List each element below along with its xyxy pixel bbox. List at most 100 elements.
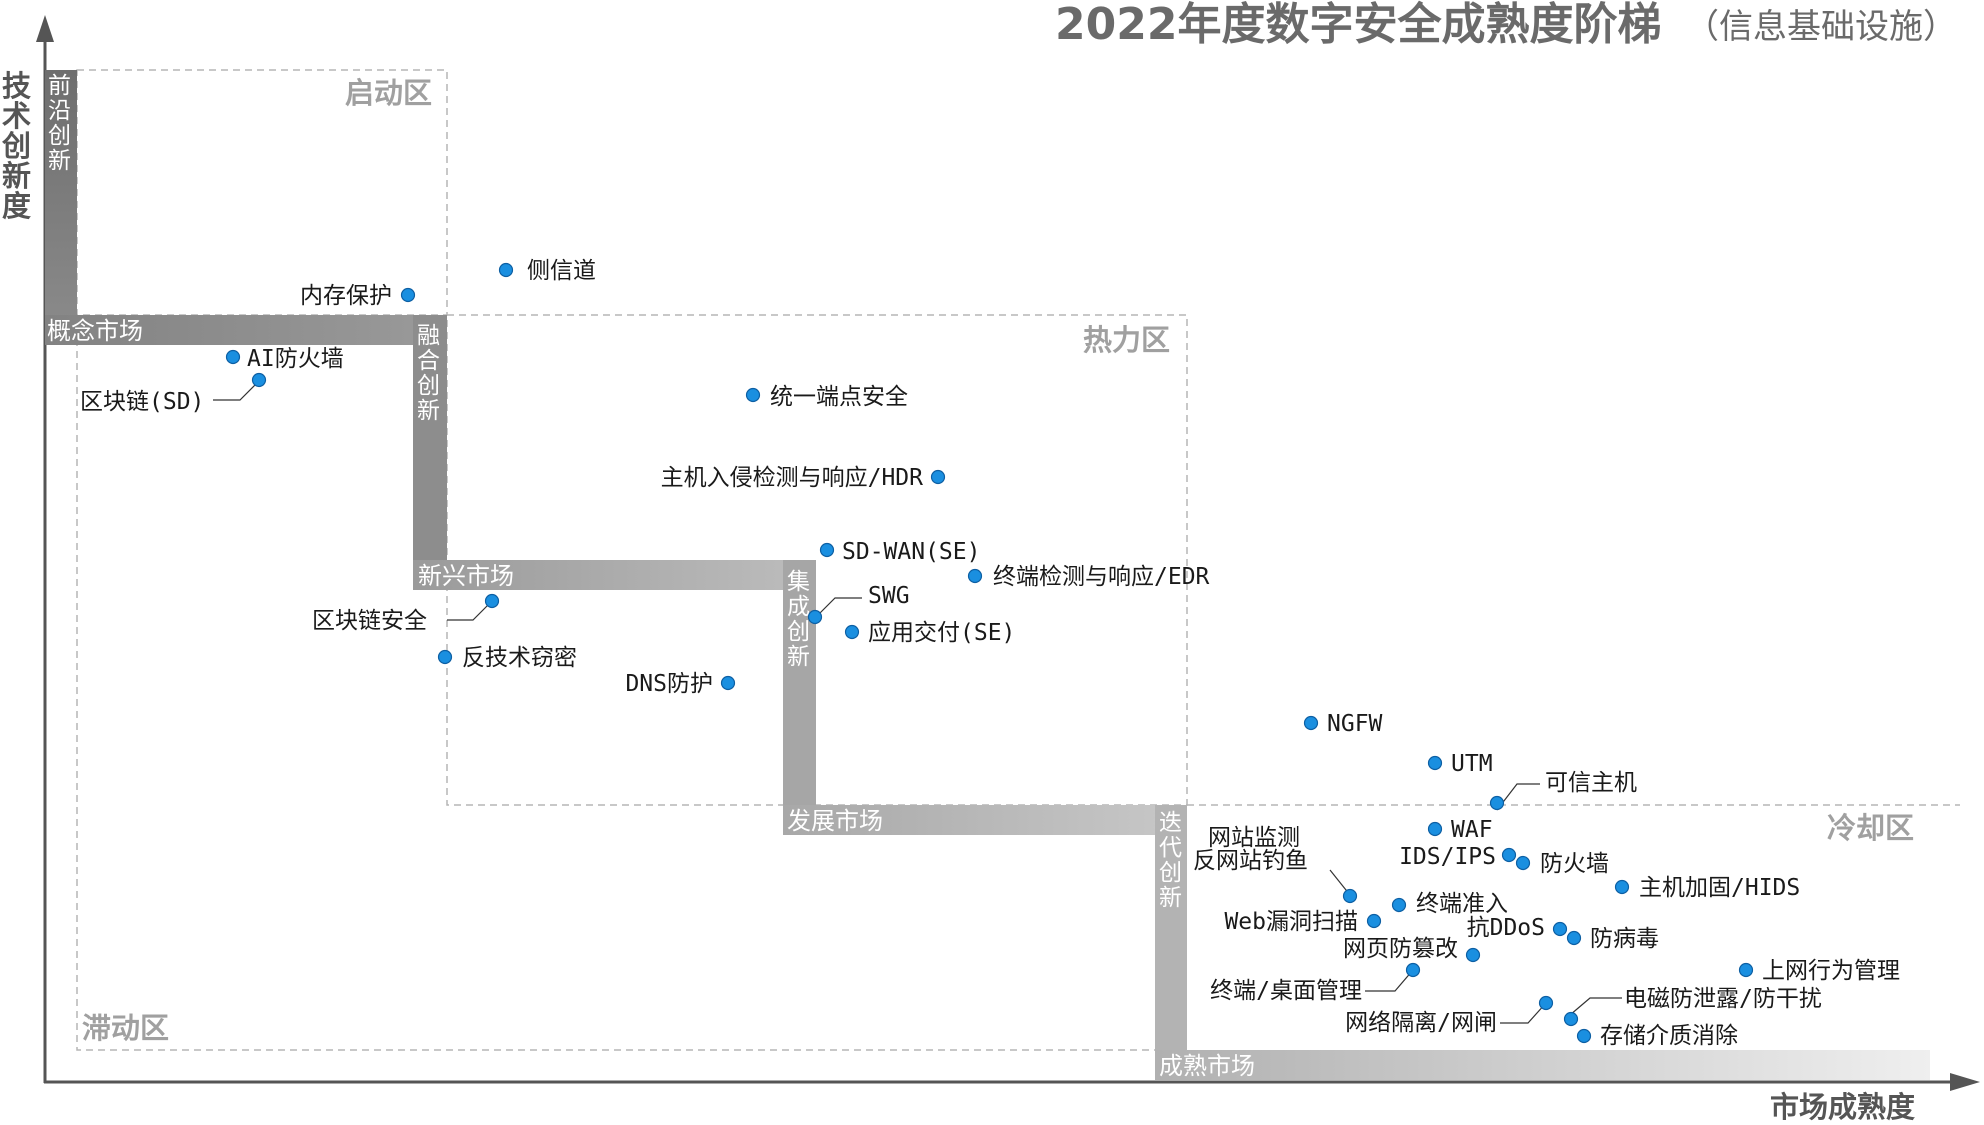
y-axis-char-1: 技 (2, 69, 31, 103)
dot-anti-phishing (1342, 888, 1358, 904)
y-axis-char-3: 创 (1, 129, 31, 163)
fusion-char: 新 (417, 398, 440, 424)
label-swg: SWG (868, 583, 910, 609)
label-anti-tamper: 网页防篡改 (1343, 936, 1458, 962)
stair-iterative (1155, 805, 1187, 1050)
stagnant-zone-border (76, 315, 1155, 1051)
leader-blockchain-security (447, 600, 493, 621)
leader-blockchain-sd (213, 380, 260, 401)
dot-trusted-host (1489, 795, 1505, 811)
dot-endpoint-admission (1391, 897, 1407, 913)
stair-mature-market (1155, 1050, 1930, 1080)
frontier-char: 创 (48, 123, 71, 149)
chart-subtitle: （信息基础设施） (1685, 7, 1957, 47)
stair-frontier (45, 70, 77, 328)
integration-label: 集 成 创 新 (787, 569, 817, 670)
integration-char: 集 (787, 569, 810, 595)
stair-integration (783, 560, 816, 835)
dot-network-isolation (1538, 995, 1554, 1011)
label-edr: 终端检测与响应/EDR (993, 564, 1210, 590)
developing-market-label: 发展市场 (787, 807, 883, 835)
dot-anti-forensics (437, 649, 453, 665)
label-desktop-mgmt: 终端/桌面管理 (1210, 978, 1362, 1004)
y-axis-label: 技 术 创 新 度 (1, 69, 41, 223)
leader-desktop-mgmt (1365, 969, 1414, 992)
label-blockchain-security: 区块链安全 (312, 608, 427, 634)
dot-blockchain-sd (251, 372, 267, 388)
dot-hdr (930, 469, 946, 485)
stair-developing-market (783, 805, 1187, 835)
dot-em-leakage (1563, 1011, 1579, 1027)
dot-desktop-mgmt (1405, 962, 1421, 978)
frontier-label: 前 沿 创 新 (48, 73, 78, 174)
y-axis-char-5: 度 (2, 189, 31, 223)
label-memory-protection: 内存保护 (300, 283, 392, 309)
frontier-char: 前 (48, 73, 71, 99)
integration-char: 新 (787, 644, 810, 670)
emerging-market-label: 新兴市场 (418, 562, 514, 590)
dot-anti-tamper (1465, 947, 1481, 963)
dot-waf (1427, 821, 1443, 837)
label-ids-ips: IDS/IPS (1399, 844, 1496, 870)
dot-utm (1427, 755, 1443, 771)
label-website-monitoring: 网站监测 (1208, 825, 1300, 851)
label-side-channel: 侧信道 (527, 258, 596, 284)
iterative-char: 代 (1159, 835, 1182, 861)
leader-em-leakage (1569, 997, 1622, 1016)
stagnant-zone-label: 滞动区 (82, 1011, 169, 1045)
x-axis-arrow (1950, 1073, 1980, 1091)
x-axis-label: 市场成熟度 (1770, 1090, 1915, 1124)
dot-ai-firewall (225, 349, 241, 365)
staircase (45, 70, 1930, 1080)
dot-anti-ddos (1552, 921, 1568, 937)
frontier-char: 新 (48, 148, 71, 174)
label-media-erasure: 存储介质消除 (1600, 1023, 1738, 1049)
y-axis-arrow (36, 15, 54, 42)
launch-zone-label: 启动区 (345, 76, 432, 110)
label-waf: WAF (1451, 817, 1493, 843)
dot-media-erasure (1576, 1028, 1592, 1044)
integration-char: 创 (787, 619, 810, 645)
integration-char: 成 (787, 594, 810, 620)
label-sdwan: SD-WAN(SE) (842, 539, 980, 565)
label-ai-firewall: AI防火墙 (247, 346, 344, 372)
mature-market-label: 成熟市场 (1159, 1052, 1255, 1080)
dot-web-vuln-scan (1366, 913, 1382, 929)
hot-zone-label: 热力区 (1083, 323, 1170, 357)
item-labels: 内存保护 侧信道 AI防火墙 区块链(SD) 统一端点安全 主机入侵检测与响应/… (80, 258, 1900, 1049)
label-network-isolation: 网络隔离/网闸 (1345, 1010, 1497, 1036)
y-axis-char-4: 新 (2, 159, 31, 193)
dot-blockchain-security (484, 593, 500, 609)
iterative-label: 迭 代 创 新 (1159, 810, 1189, 911)
leader-network-isolation (1500, 1002, 1547, 1024)
stair-emerging-market (413, 560, 816, 590)
dot-edr (967, 568, 983, 584)
label-host-hardening: 主机加固/HIDS (1639, 875, 1800, 901)
fusion-char: 创 (417, 373, 440, 399)
concept-market-label: 概念市场 (47, 317, 143, 345)
axes (36, 15, 1980, 1091)
stair-fusion (413, 315, 447, 590)
label-dns-protection: DNS防护 (625, 671, 713, 697)
fusion-char: 融 (417, 323, 440, 349)
label-app-delivery: 应用交付(SE) (868, 620, 1015, 646)
label-em-leakage: 电磁防泄露/防干扰 (1624, 986, 1822, 1012)
label-unified-endpoint: 统一端点安全 (770, 384, 908, 410)
dot-side-channel (498, 262, 514, 278)
iterative-char: 迭 (1159, 810, 1182, 836)
dot-ids-ips (1501, 847, 1517, 863)
dot-firewall (1515, 855, 1531, 871)
label-anti-forensics: 反技术窃密 (462, 645, 577, 671)
dot-antivirus (1566, 930, 1582, 946)
fusion-label: 融 合 创 新 (417, 323, 447, 424)
cooling-zone-label: 冷却区 (1827, 811, 1914, 845)
y-axis-char-2: 术 (2, 99, 31, 133)
frontier-char: 沿 (48, 98, 71, 124)
iterative-char: 新 (1159, 885, 1182, 911)
data-points (225, 262, 1754, 1044)
dot-dns-protection (720, 675, 736, 691)
label-trusted-host: 可信主机 (1545, 770, 1637, 796)
dot-swg (807, 609, 823, 625)
label-ngfw: NGFW (1327, 711, 1383, 737)
